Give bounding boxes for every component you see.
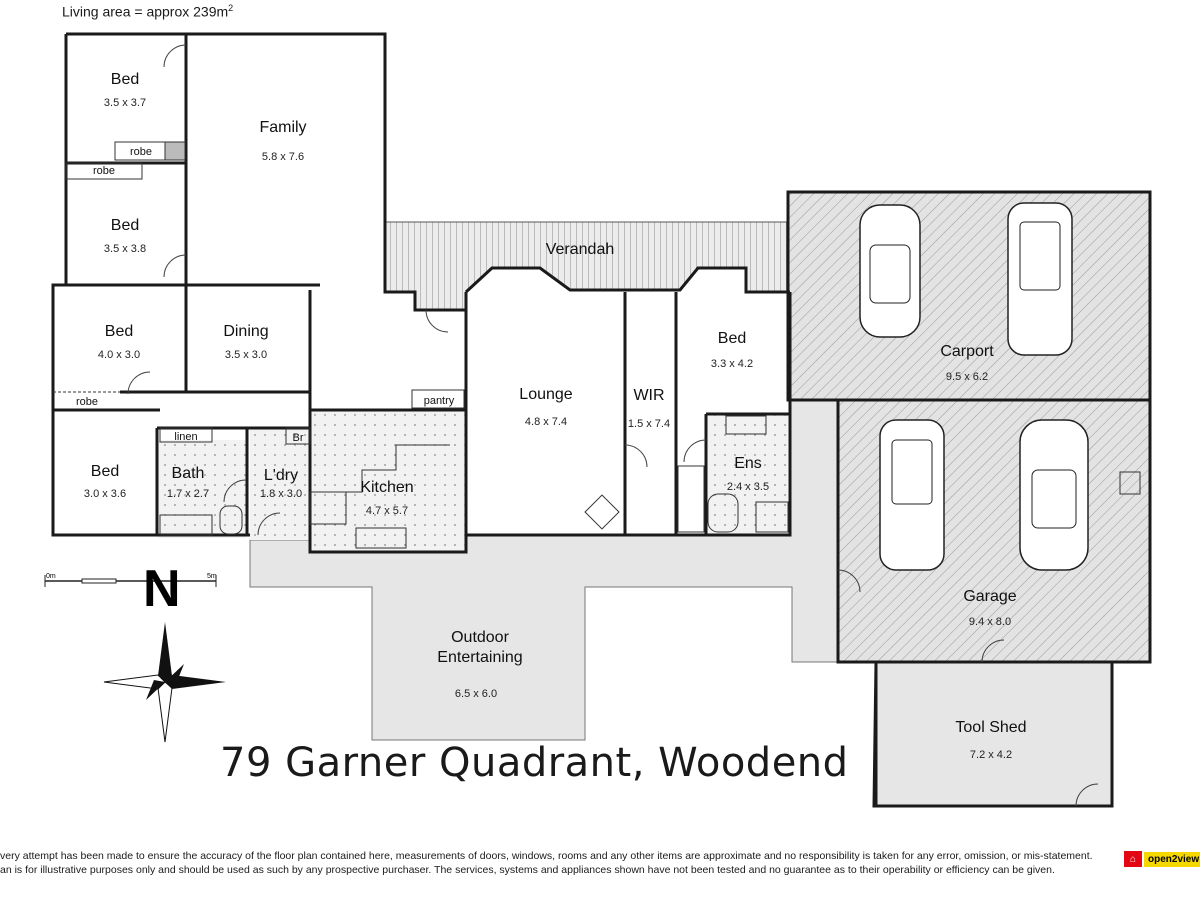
- carport-area: [786, 190, 1152, 402]
- lounge-dims: 4.8 x 7.4: [525, 416, 567, 428]
- bed4-dims: 3.0 x 3.6: [84, 488, 126, 500]
- ens-name: Ens: [734, 455, 762, 472]
- verandah-name: Verandah: [546, 241, 615, 258]
- wir-name: WIR: [633, 387, 664, 404]
- garage-name: Garage: [963, 588, 1016, 605]
- bed3-name: Bed: [105, 323, 133, 340]
- toolshed-dims: 7.2 x 4.2: [970, 749, 1012, 761]
- scale-bar: 0m 5m: [44, 573, 217, 587]
- bath-name: Bath: [172, 465, 205, 482]
- laundry-floor: [250, 428, 310, 540]
- living-area-note: Living area = approx 239m2: [62, 3, 233, 20]
- carport-dims: 9.5 x 6.2: [946, 371, 988, 383]
- garage-dims: 9.4 x 8.0: [969, 616, 1011, 628]
- outdoor-name-2: Entertaining: [437, 649, 522, 666]
- scale-start: 0m: [46, 573, 56, 580]
- brand-name: open2view: [1144, 851, 1200, 867]
- garage-car-2: [1019, 419, 1089, 571]
- robe-label-b: robe: [93, 165, 115, 177]
- north-label: N: [143, 560, 181, 618]
- property-address: 79 Garner Quadrant, Woodend: [220, 740, 849, 786]
- outdoor-name-1: Outdoor: [451, 629, 509, 646]
- door-swings: [127, 44, 1099, 807]
- family-name: Family: [259, 119, 306, 136]
- scale-end: 5m: [207, 573, 217, 580]
- carport-name: Carport: [940, 343, 994, 360]
- living-area-text: Living area = approx 239m: [62, 3, 229, 20]
- bed1-name: Bed: [111, 71, 139, 88]
- outdoor-dims: 6.5 x 6.0: [455, 688, 497, 700]
- laundry-dims: 1.8 x 3.0: [260, 488, 302, 500]
- robe-details: [53, 141, 1141, 549]
- brand-logo: ⌂ open2view: [1124, 850, 1200, 868]
- disclaimer-line-1: very attempt has been made to ensure the…: [0, 850, 1093, 862]
- br-label: Br: [293, 432, 304, 444]
- carport-car-2: [1007, 202, 1073, 356]
- bath-dims: 1.7 x 2.7: [167, 488, 209, 500]
- family-dims: 5.8 x 7.6: [262, 151, 304, 163]
- bed3-dims: 4.0 x 3.0: [98, 349, 140, 361]
- compass-star-icon: [103, 622, 226, 743]
- robe-label-c: robe: [76, 396, 98, 408]
- bed4-name: Bed: [91, 463, 119, 480]
- kitchen-dims: 4.7 x 5.7: [366, 505, 408, 517]
- pantry-label: pantry: [424, 395, 455, 407]
- garage-car-1: [879, 419, 945, 571]
- laundry-name: L'dry: [264, 467, 298, 484]
- wir-dims: 1.5 x 7.4: [628, 418, 670, 430]
- house-walls: [51, 32, 792, 554]
- bed2-dims: 3.5 x 3.8: [104, 243, 146, 255]
- living-area-unit: 2: [228, 3, 234, 13]
- disclaimer: very attempt has been made to ensure the…: [0, 849, 1112, 877]
- robe-label-a: robe: [130, 146, 152, 158]
- linen-label: linen: [174, 431, 197, 443]
- verandah-area: [384, 221, 789, 311]
- ens-dims: 2.4 x 3.5: [727, 481, 769, 493]
- ensuite-floor: [706, 414, 788, 534]
- bed1-dims: 3.5 x 3.7: [104, 97, 146, 109]
- lounge-name: Lounge: [519, 386, 572, 403]
- dining-name: Dining: [223, 323, 268, 340]
- carport-car-1: [859, 204, 921, 338]
- bed5-dims: 3.3 x 4.2: [711, 358, 753, 370]
- bed5-name: Bed: [718, 330, 746, 347]
- house-logo-icon: ⌂: [1124, 851, 1142, 867]
- toolshed-name: Tool Shed: [955, 719, 1026, 736]
- dining-dims: 3.5 x 3.0: [225, 349, 267, 361]
- bed2-name: Bed: [111, 217, 139, 234]
- kitchen-name: Kitchen: [360, 479, 413, 496]
- disclaimer-line-2: an is for illustrative purposes only and…: [0, 864, 1055, 876]
- bath-floor: [157, 440, 247, 538]
